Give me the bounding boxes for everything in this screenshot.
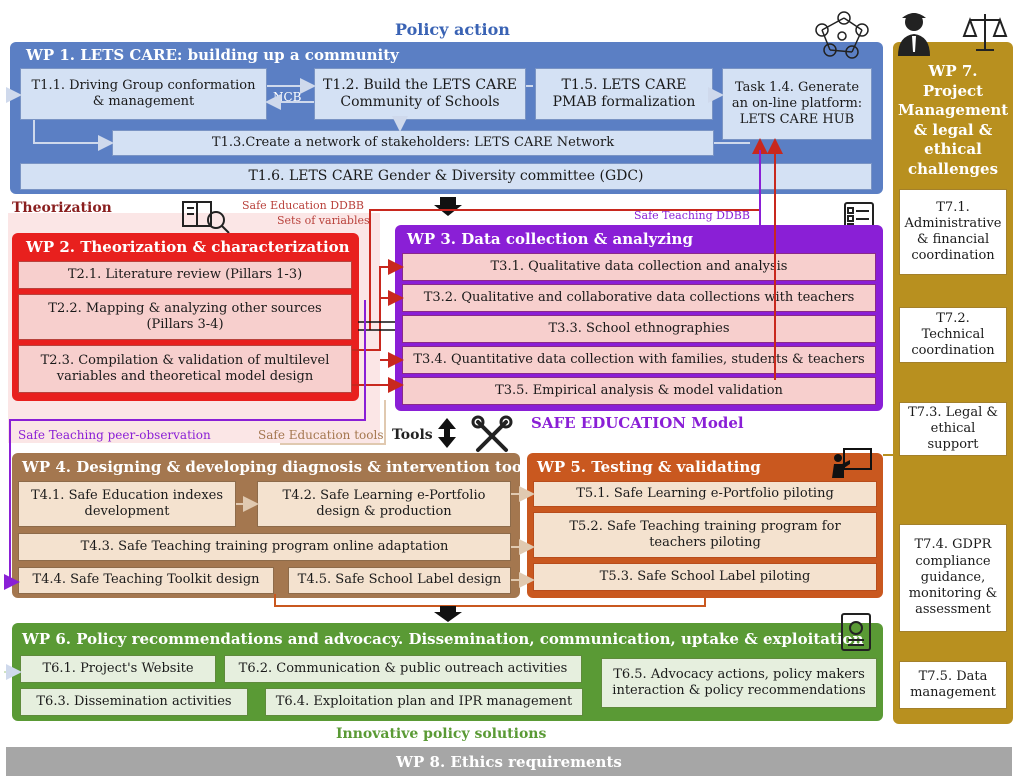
- wp1-down-arrow: [434, 197, 462, 216]
- task-t4-4[interactable]: T4.4. Safe Teaching Toolkit design: [18, 567, 274, 594]
- task-t2-2[interactable]: T2.2. Mapping & analyzing other sources …: [18, 294, 352, 340]
- task-t1-2[interactable]: T1.2. Build the LETS CARE Community of S…: [314, 68, 526, 120]
- safe-education-model-label: SAFE EDUCATION Model: [531, 414, 744, 432]
- task-t7-5[interactable]: T7.5. Data management: [899, 661, 1007, 709]
- task-t6-1[interactable]: T6.1. Project's Website: [20, 655, 216, 683]
- book-search-icon: [182, 201, 230, 234]
- task-t2-3[interactable]: T2.3. Compilation & validation of multil…: [18, 345, 352, 393]
- manager-icon: [898, 13, 930, 56]
- task-t5-3[interactable]: T5.3. Safe School Label piloting: [533, 563, 877, 591]
- task-t3-1[interactable]: T3.1. Qualitative data collection and an…: [402, 253, 876, 281]
- task-t6-4[interactable]: T6.4. Exploitation plan and IPR manageme…: [265, 688, 583, 716]
- wp5-down-arrow: [434, 606, 462, 622]
- task-t6-2[interactable]: T6.2. Communication & public outreach ac…: [224, 655, 582, 683]
- task-t1-6[interactable]: T1.6. LETS CARE Gender & Diversity commi…: [20, 163, 872, 190]
- tools-icon: [471, 415, 513, 452]
- task-t6-5[interactable]: T6.5. Advocacy actions, policy makers in…: [601, 658, 877, 708]
- task-t7-3[interactable]: T7.3. Legal & ethical support: [899, 402, 1007, 456]
- ncb-label: NCB: [273, 90, 302, 104]
- task-t3-5[interactable]: T3.5. Empirical analysis & model validat…: [402, 377, 876, 405]
- safe-education-ddbb-caption: Safe Education DDBB: [242, 199, 364, 212]
- task-t7-2[interactable]: T7.2. Technical coordination: [899, 307, 1007, 363]
- task-t4-3[interactable]: T4.3. Safe Teaching training program onl…: [18, 533, 511, 561]
- task-t1-4[interactable]: Task 1.4. Generate an on-line platform: …: [722, 68, 872, 140]
- wp5-title: WP 5. Testing & validating: [537, 458, 761, 476]
- task-t1-5[interactable]: T1.5. LETS CARE PMAB formalization: [535, 68, 713, 120]
- task-t4-2[interactable]: T4.2. Safe Learning e-Portfolio design &…: [257, 481, 511, 527]
- wp8-title: WP 8. Ethics requirements: [396, 752, 622, 771]
- presentation-icon: [832, 448, 872, 478]
- task-t1-3[interactable]: T1.3.Create a network of stakeholders: L…: [112, 130, 714, 156]
- task-t3-4[interactable]: T3.4. Quantitative data collection with …: [402, 346, 876, 374]
- wp1-title: WP 1. LETS CARE: building up a community: [26, 46, 399, 64]
- scales-icon: [962, 14, 1008, 51]
- task-t5-2[interactable]: T5.2. Safe Teaching training program for…: [533, 512, 877, 558]
- wp6-title: WP 6. Policy recommendations and advocac…: [22, 630, 864, 648]
- tools-label: Tools: [392, 427, 433, 443]
- task-t7-4[interactable]: T7.4. GDPR compliance guidance, monitori…: [899, 524, 1007, 632]
- certificate-icon: [841, 613, 871, 651]
- wp4-title: WP 4. Designing & developing diagnosis &…: [22, 458, 537, 476]
- sets-of-variables-caption: Sets of variables: [277, 214, 370, 227]
- task-t4-5[interactable]: T4.5. Safe School Label design: [288, 567, 511, 594]
- task-t2-1[interactable]: T2.1. Literature review (Pillars 1-3): [18, 261, 352, 289]
- wp3-title: WP 3. Data collection & analyzing: [407, 230, 693, 248]
- innovative-policy-label: Innovative policy solutions: [336, 726, 547, 742]
- peer-observation-caption: Safe Teaching peer-observation: [18, 428, 211, 442]
- task-t6-3[interactable]: T6.3. Dissemination activities: [20, 688, 248, 716]
- network-people-icon: [815, 11, 869, 59]
- task-t3-3[interactable]: T3.3. School ethnographies: [402, 315, 876, 343]
- task-t5-1[interactable]: T5.1. Safe Learning e-Portfolio piloting: [533, 481, 877, 507]
- theorization-label: Theorization: [12, 200, 112, 216]
- safe-teaching-ddbb-caption: Safe Teaching DDBB: [634, 209, 750, 222]
- double-arrow-icon: [438, 418, 456, 448]
- wp7-title: WP 7. Project Management & legal & ethic…: [898, 62, 1009, 178]
- task-t4-1[interactable]: T4.1. Safe Education indexes development: [18, 481, 236, 527]
- wp8-bar: WP 8. Ethics requirements: [6, 747, 1012, 776]
- task-t3-2[interactable]: T3.2. Qualitative and collaborative data…: [402, 284, 876, 312]
- policy-action-label: Policy action: [395, 20, 510, 39]
- task-t7-1[interactable]: T7.1. Administrative & financial coordin…: [899, 189, 1007, 275]
- wp2-title: WP 2. Theorization & characterization: [26, 238, 350, 256]
- task-t1-1[interactable]: T1.1. Driving Group conformation & manag…: [20, 68, 267, 120]
- safe-education-tools-caption: Safe Education tools: [258, 428, 384, 442]
